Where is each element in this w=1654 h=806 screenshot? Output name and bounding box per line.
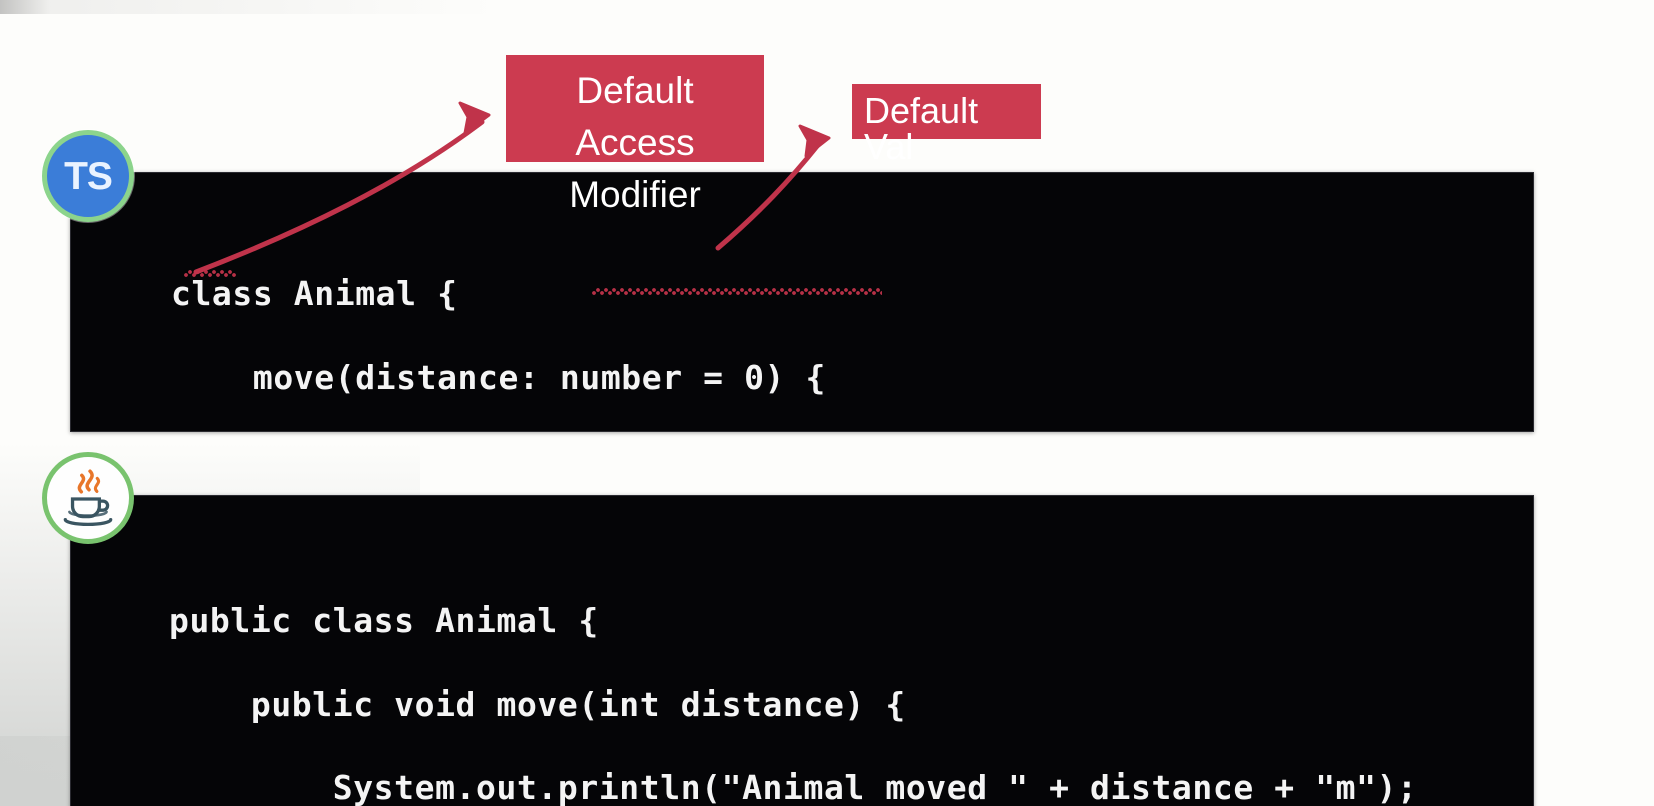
java-code-body: public class Animal { public void move(i… xyxy=(71,534,1533,806)
java-coffee-cup-icon xyxy=(42,452,134,544)
code-line: public class Animal { xyxy=(169,601,599,640)
typescript-code-panel[interactable]: class Animal { move(distance: number = 0… xyxy=(70,172,1534,432)
typescript-logo-icon: TS xyxy=(42,130,134,222)
code-line: move(distance: number = 0) { xyxy=(171,357,826,397)
code-line: public void move(int distance) { xyxy=(169,684,906,724)
callout-default-val: Default Val xyxy=(852,84,1041,165)
typescript-badge-label: TS xyxy=(64,154,113,198)
background-top-band xyxy=(0,0,1654,14)
java-code-panel[interactable]: public class Animal { public void move(i… xyxy=(70,495,1534,806)
code-line: System.out.println("Animal moved " + dis… xyxy=(169,768,1418,806)
code-line: class Animal { xyxy=(171,274,458,313)
typescript-code-body: class Animal { move(distance: number = 0… xyxy=(71,211,1533,431)
callout-default-access-modifier: Default Access Modifier xyxy=(506,55,764,215)
